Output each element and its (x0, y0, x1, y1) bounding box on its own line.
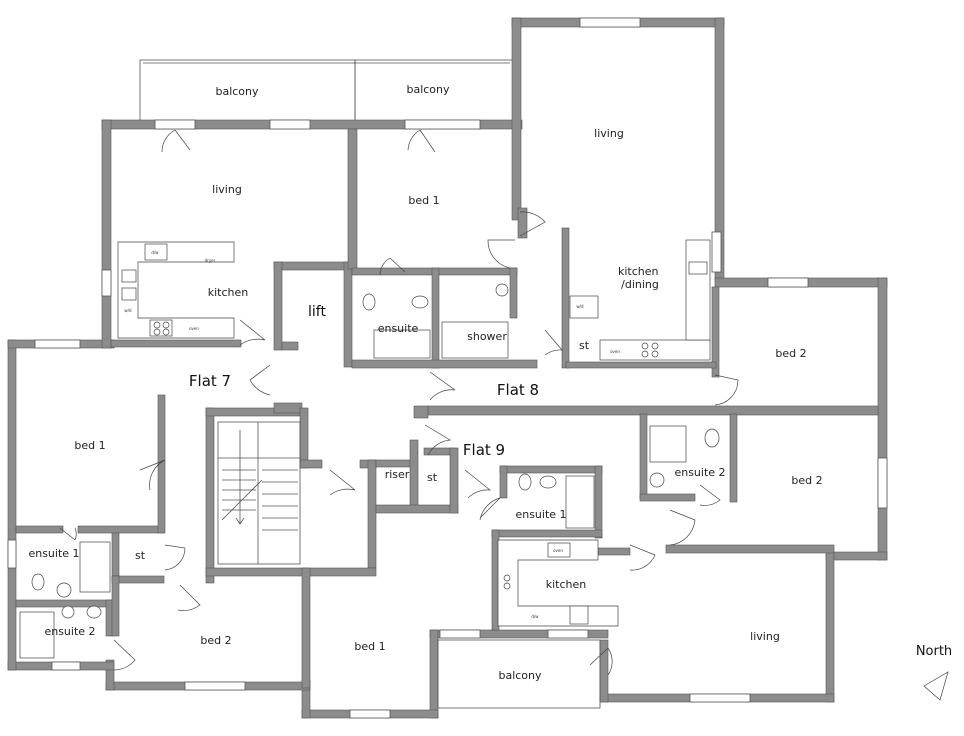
south-balcony-outline (437, 639, 601, 709)
internal-walls (15, 128, 879, 689)
appliance-label: d/w (531, 614, 539, 619)
kitchen-line-2: /dining (621, 278, 659, 291)
appliance-label: oven (610, 349, 620, 354)
room-label-flat9-living: living (750, 630, 780, 643)
room-labels: balcony balcony living kitchen bed 1 liv… (28, 83, 822, 682)
flat9-label: Flat 9 (463, 441, 505, 459)
fixtures: d/w dryer oven w/d oven w/d (19, 239, 720, 659)
flat8-label: Flat 8 (497, 381, 539, 399)
room-label-flat8-shower: shower (467, 330, 507, 343)
room-label-flat7-ensuite2: ensuite 2 (44, 625, 95, 638)
room-label-flat7-ensuite1: ensuite 1 (28, 547, 79, 560)
room-label-flat7-living: living (212, 183, 242, 196)
room-label-flat7-bed2: bed 2 (200, 634, 231, 647)
room-label-flat7-balcony: balcony (215, 85, 259, 98)
room-label-flat7-kitchen: kitchen (208, 286, 249, 299)
room-label-flat8-balcony: balcony (406, 83, 450, 96)
north-arrow-icon (923, 671, 949, 701)
kitchen-line-1: kitchen (618, 265, 659, 278)
room-label-flat8-kitchen: kitchen /dining (618, 265, 662, 291)
room-label-flat8-living: living (594, 127, 624, 140)
room-label-flat8-bed1: bed 1 (408, 194, 439, 207)
staircase (217, 421, 301, 565)
north-compass: North (916, 644, 952, 701)
room-label-flat8-st: st (579, 339, 590, 352)
flat-labels: lift Flat 7 Flat 8 Flat 9 (189, 304, 539, 459)
room-label-flat9-ensuite2: ensuite 2 (674, 466, 725, 479)
room-label-riser: riser (385, 468, 410, 481)
appliance-label: dryer (205, 258, 216, 263)
appliance-label: w/d (576, 304, 584, 309)
flat7-label: Flat 7 (189, 372, 231, 390)
room-label-flat9-ensuite1: ensuite 1 (515, 508, 566, 521)
north-label: North (916, 644, 952, 659)
appliance-label: oven (553, 548, 563, 553)
room-label-flat7-st: st (135, 549, 146, 562)
windows (7, 17, 888, 719)
door-swings (59, 129, 739, 676)
north-balconies (139, 59, 514, 123)
room-label-flat9-kitchen: kitchen (546, 578, 587, 591)
appliance-label: oven (189, 326, 199, 331)
room-label-flat7-bed1: bed 1 (74, 439, 105, 452)
room-label-core-st: st (427, 471, 438, 484)
room-label-flat9-balcony: balcony (498, 669, 542, 682)
lift-label: lift (308, 304, 326, 320)
room-label-flat9-bed2: bed 2 (791, 474, 822, 487)
room-label-flat8-bed2: bed 2 (775, 347, 806, 360)
appliance-label: d/w (151, 250, 159, 255)
room-label-flat9-bed1: bed 1 (354, 640, 385, 653)
room-label-flat8-ensuite: ensuite (378, 322, 419, 335)
appliance-label: w/d (124, 308, 132, 313)
